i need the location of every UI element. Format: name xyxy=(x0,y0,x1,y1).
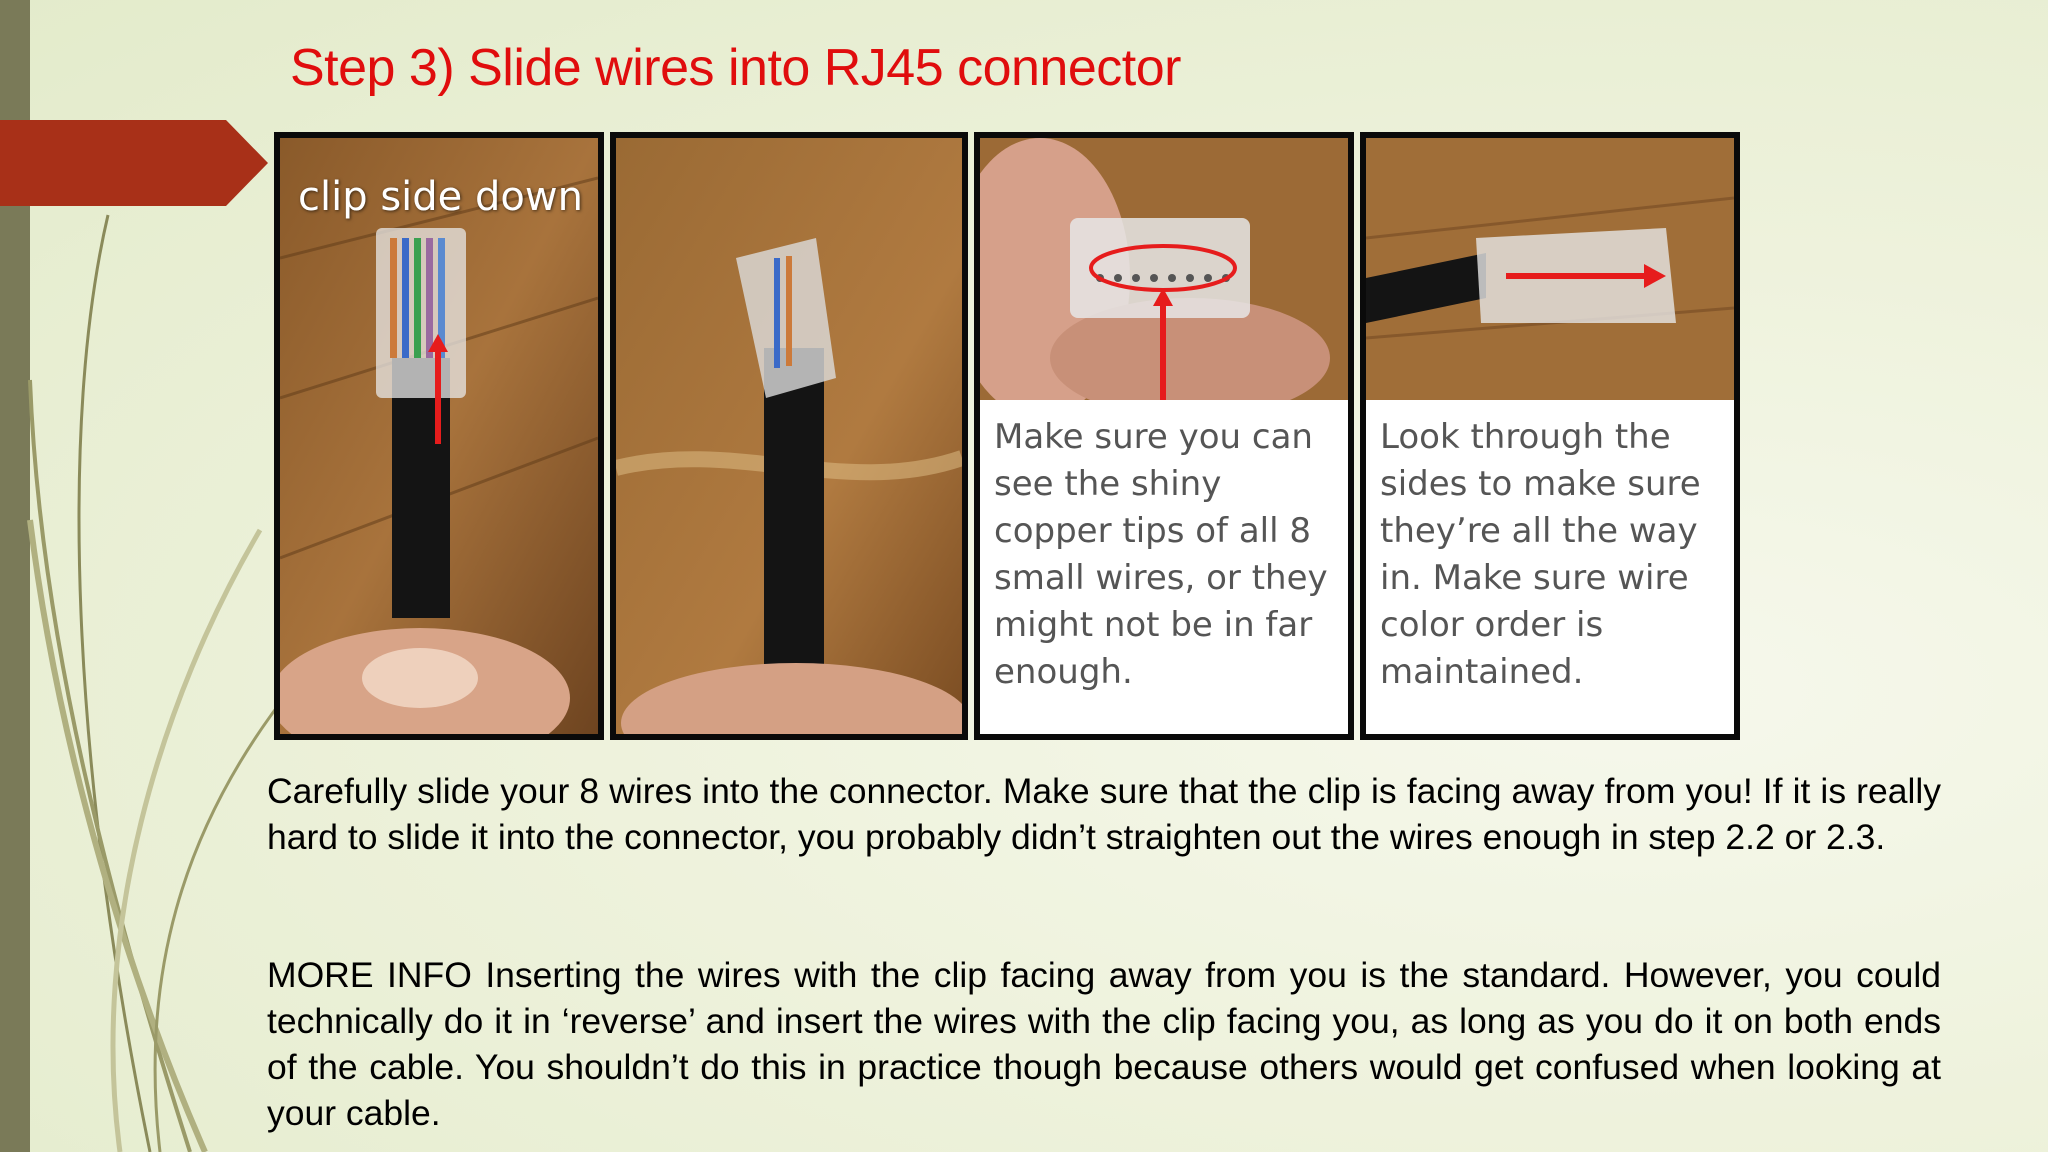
photo-note: Make sure you can see the shiny copper t… xyxy=(994,417,1328,692)
body-paragraph-1: Carefully slide your 8 wires into the co… xyxy=(267,771,1941,857)
connector-photo-1 xyxy=(280,138,598,734)
photo-clip-side-down: clip side down xyxy=(274,132,604,740)
slide-title: Step 3) Slide wires into RJ45 connector xyxy=(290,39,1181,97)
decorative-grass-lines xyxy=(27,214,292,1152)
photo-caption: clip side down xyxy=(298,174,583,220)
photo-side-check: Look through the sides to make sure they… xyxy=(1360,132,1740,740)
connector-photo-4 xyxy=(1366,138,1734,400)
connector-photo-3 xyxy=(980,138,1348,400)
accent-arrow xyxy=(0,120,268,206)
connector-photo-2 xyxy=(616,138,962,734)
photo-note: Look through the sides to make sure they… xyxy=(1380,417,1701,692)
body-paragraph-2: MORE INFO Inserting the wires with the c… xyxy=(267,955,1941,1133)
photo-side-view xyxy=(610,132,968,740)
photo-front-tips: Make sure you can see the shiny copper t… xyxy=(974,132,1354,740)
